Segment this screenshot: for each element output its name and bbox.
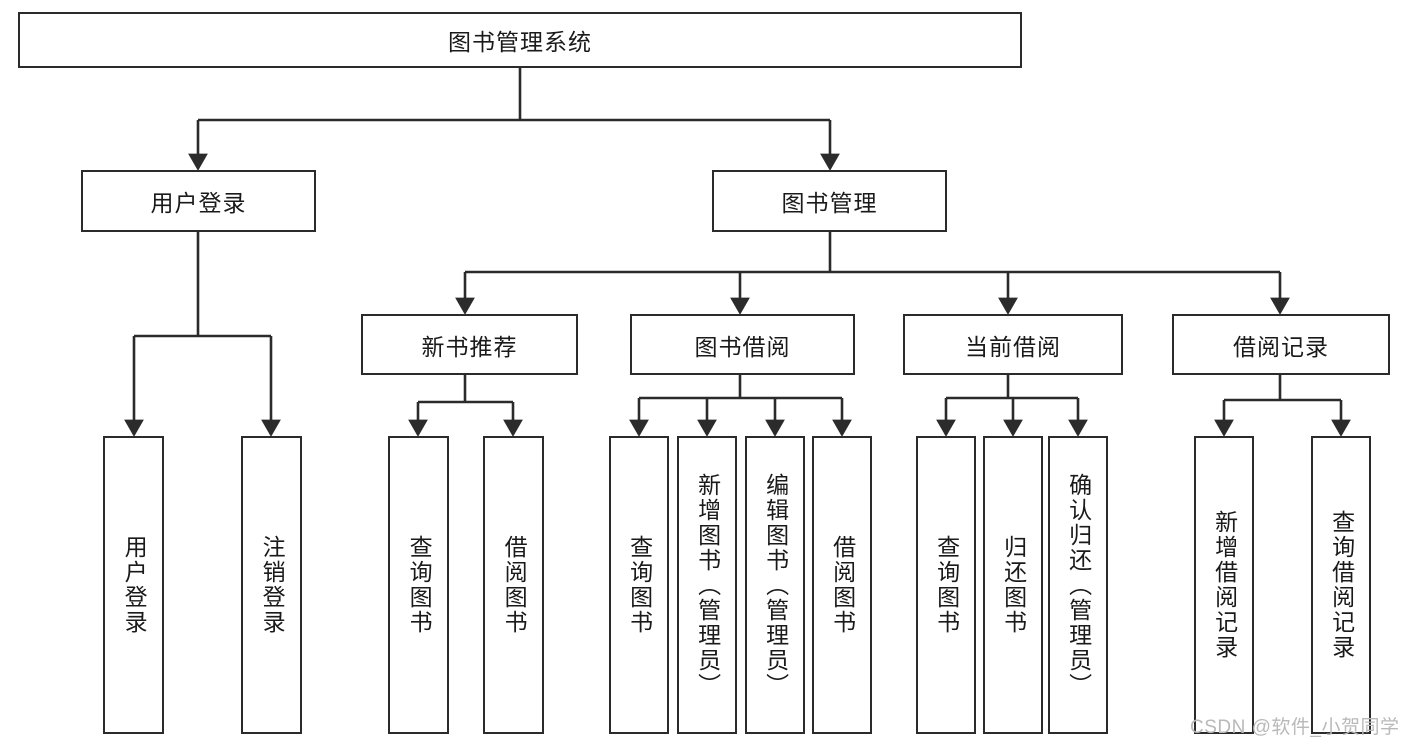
node-book-manage[interactable]: 图书管理 [712, 170, 947, 232]
node-leaf-query-book-3[interactable]: 查询图书 [916, 436, 976, 734]
node-leaf-borrow-book-2[interactable]: 借阅图书 [812, 436, 872, 734]
node-leaf-add-record-label: 新增借阅记录 [1211, 510, 1238, 660]
node-root-label: 图书管理系统 [448, 29, 592, 55]
node-leaf-borrow-book-1-label: 借阅图书 [501, 535, 528, 635]
node-root[interactable]: 图书管理系统 [18, 12, 1022, 68]
node-book-borrow[interactable]: 图书借阅 [630, 314, 855, 375]
node-current-borrow[interactable]: 当前借阅 [903, 314, 1123, 375]
node-leaf-add-book[interactable]: 新增图书（管理员） [677, 436, 737, 734]
node-leaf-query-book-3-label: 查询图书 [933, 535, 960, 635]
node-leaf-query-book-2[interactable]: 查询图书 [609, 436, 669, 734]
node-leaf-query-record-label: 查询借阅记录 [1328, 510, 1355, 660]
node-leaf-user-login[interactable]: 用户登录 [103, 436, 164, 734]
node-book-borrow-label: 图书借阅 [694, 333, 791, 360]
node-leaf-user-logout-label: 注销登录 [259, 535, 286, 635]
node-leaf-user-logout[interactable]: 注销登录 [241, 436, 302, 734]
node-leaf-return-book[interactable]: 归还图书 [983, 436, 1043, 734]
node-leaf-query-book-1[interactable]: 查询图书 [388, 436, 449, 734]
node-leaf-borrow-book-1[interactable]: 借阅图书 [483, 436, 544, 734]
node-user-login[interactable]: 用户登录 [81, 170, 316, 232]
node-leaf-edit-book[interactable]: 编辑图书（管理员） [745, 436, 805, 734]
node-book-manage-label: 图书管理 [781, 190, 878, 216]
node-leaf-add-record[interactable]: 新增借阅记录 [1194, 436, 1254, 734]
node-new-book-recommend-label: 新书推荐 [421, 333, 518, 360]
node-new-book-recommend[interactable]: 新书推荐 [361, 314, 578, 375]
node-leaf-return-book-label: 归还图书 [1000, 535, 1027, 635]
node-borrow-record[interactable]: 借阅记录 [1172, 314, 1390, 375]
node-leaf-confirm-return-label: 确认归还（管理员） [1065, 472, 1092, 698]
watermark: CSDN @软件_小贺同学 [1190, 717, 1400, 738]
node-leaf-edit-book-label: 编辑图书（管理员） [762, 472, 789, 698]
node-leaf-user-login-label: 用户登录 [121, 535, 148, 635]
node-leaf-add-book-label: 新增图书（管理员） [694, 472, 721, 698]
node-current-borrow-label: 当前借阅 [965, 333, 1061, 360]
node-leaf-confirm-return[interactable]: 确认归还（管理员） [1048, 436, 1108, 734]
node-borrow-record-label: 借阅记录 [1233, 333, 1329, 360]
node-user-login-label: 用户登录 [150, 190, 247, 216]
node-leaf-query-book-1-label: 查询图书 [406, 535, 433, 635]
node-leaf-query-record[interactable]: 查询借阅记录 [1311, 436, 1371, 734]
node-leaf-borrow-book-2-label: 借阅图书 [829, 535, 856, 635]
node-leaf-query-book-2-label: 查询图书 [626, 535, 653, 635]
